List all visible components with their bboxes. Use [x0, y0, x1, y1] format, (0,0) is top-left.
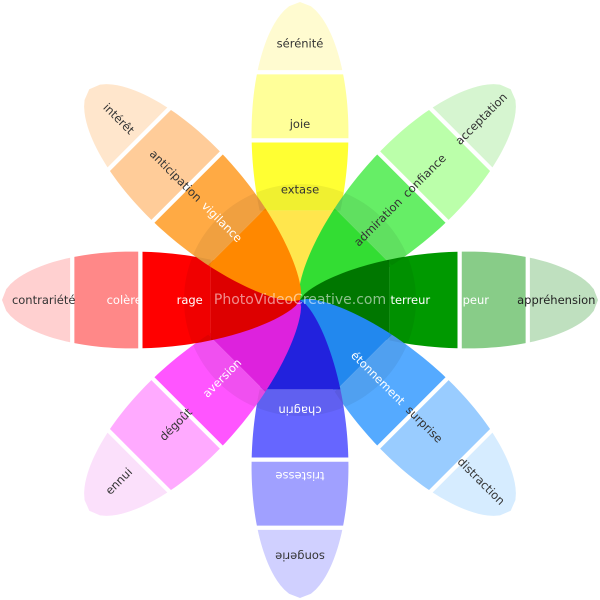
petal-disgust-ring-shade — [184, 334, 266, 416]
petal-anticipation-band-0 — [84, 84, 168, 168]
petal-fear-band-2 — [389, 251, 458, 349]
petal-trust-ring-shade — [334, 184, 416, 266]
petal-surprise-ring-shade — [334, 334, 416, 416]
petal-anticipation-ring-shade — [184, 184, 266, 266]
petal-joy-band-0 — [257, 2, 343, 71]
label-sadness-3: chagrin — [278, 403, 321, 417]
petal-anger-band-0 — [2, 257, 71, 343]
petal-anger-band-1 — [74, 251, 139, 349]
petal-trust-band-1 — [380, 109, 491, 220]
label-fear-3: terreur — [390, 293, 430, 307]
label-fear-1: appréhension — [517, 293, 595, 307]
label-joy-1: sérénité — [277, 37, 324, 51]
petal-trust-band-0 — [432, 84, 516, 168]
petal-surprise-band-2 — [334, 334, 446, 446]
petal-joy-band-2 — [251, 142, 349, 211]
petal-sadness-band-1 — [251, 461, 349, 526]
label-sadness-1: songerie — [275, 549, 325, 563]
petal-surprise-band-1 — [380, 380, 491, 491]
petal-anticipation-band-2 — [154, 154, 266, 266]
petal-fear-band-1 — [461, 251, 526, 349]
petal-anticipation-band-3 — [208, 208, 302, 302]
petal-joy-band-1 — [251, 74, 349, 139]
petal-disgust-band-2 — [154, 334, 266, 446]
petal-trust — [298, 84, 516, 302]
watermark: PhotoVideoCreative.com — [214, 292, 386, 308]
label-anger-3: rage — [177, 293, 203, 307]
label-fear-2: peur — [463, 293, 490, 307]
petal-sadness-band-2 — [251, 389, 349, 458]
petal-anger-band-2 — [142, 251, 211, 349]
petal-sadness-band-0 — [257, 529, 343, 598]
petal-disgust-band-0 — [84, 432, 168, 516]
petal-anticipation-band-1 — [109, 109, 220, 220]
label-anger-1: contrariété — [12, 293, 76, 307]
label-joy-2: joie — [289, 117, 311, 131]
petal-fear-band-0 — [529, 257, 598, 343]
label-joy-3: extase — [281, 183, 319, 197]
label-sadness-2: tristesse — [275, 469, 324, 483]
petal-surprise-band-0 — [432, 432, 516, 516]
petal-anticipation — [84, 84, 302, 302]
petal-disgust-band-1 — [109, 380, 220, 491]
label-anger-2: colère — [107, 293, 142, 307]
petal-trust-band-2 — [334, 154, 446, 266]
